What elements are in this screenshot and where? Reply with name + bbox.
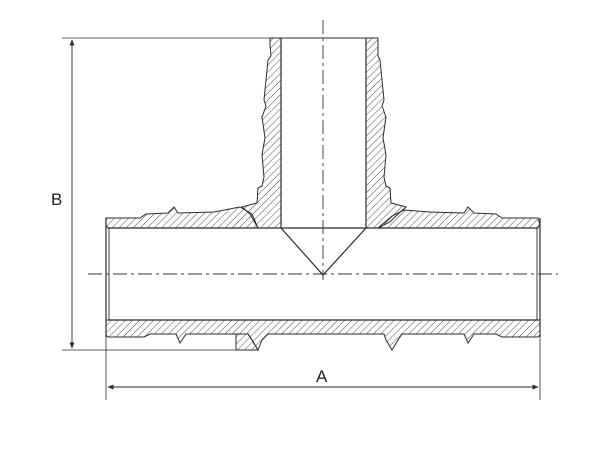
run-top-wall [105, 206, 259, 229]
dim-a-label: A [316, 367, 328, 386]
run-bottom-flange [235, 333, 259, 351]
drill-point-cone [280, 227, 367, 276]
run-bottom-wall [105, 319, 541, 352]
branch-right-wall [365, 37, 408, 229]
branch-left-wall [240, 37, 282, 229]
dim-b-label: B [51, 190, 62, 209]
